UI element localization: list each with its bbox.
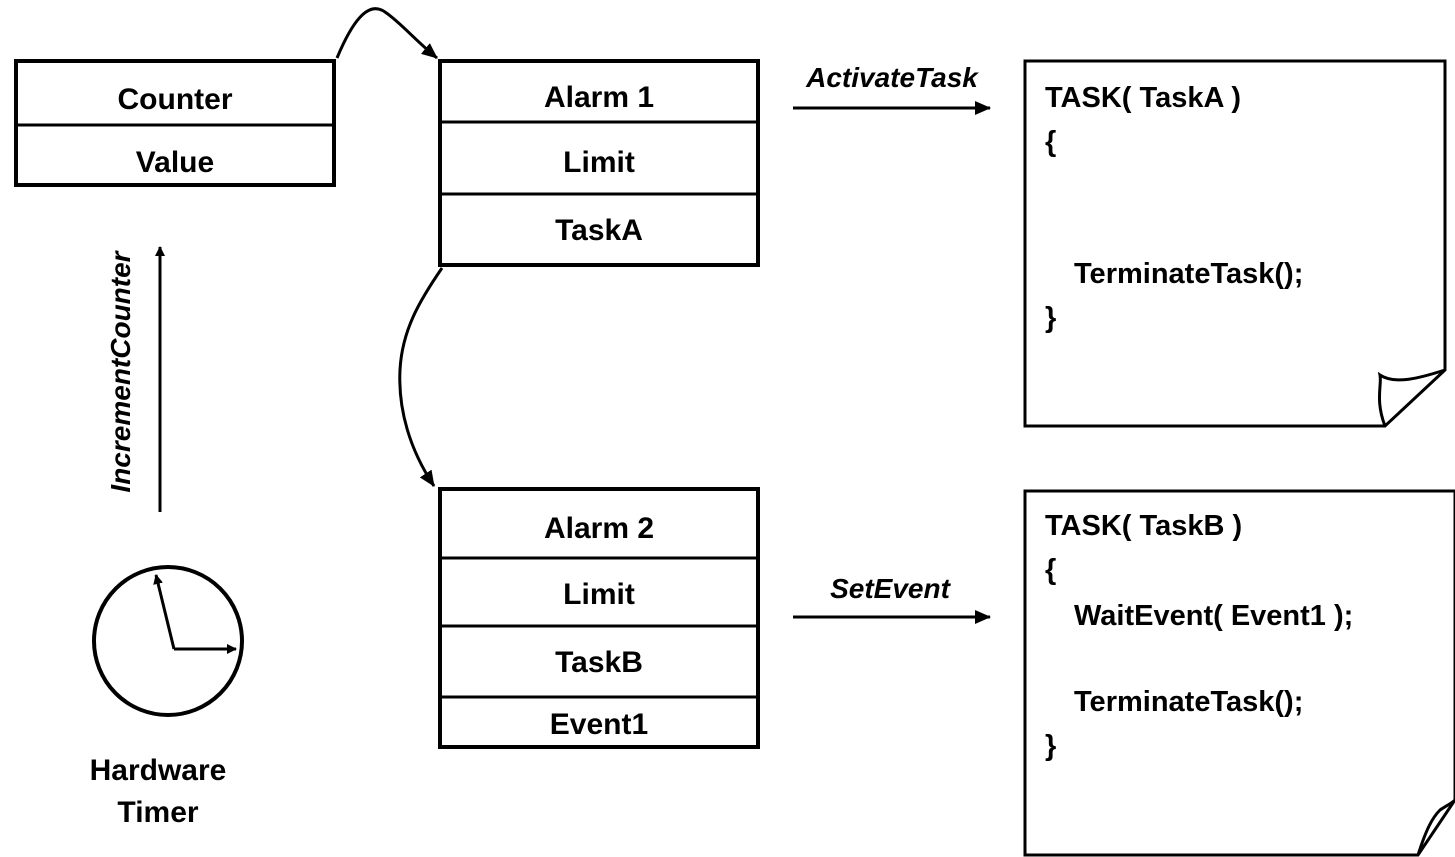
alarm2-task: TaskB bbox=[555, 646, 643, 679]
task-a-line-2: { bbox=[1045, 126, 1056, 158]
timer-label-line2: Timer bbox=[117, 796, 198, 829]
clock-face bbox=[92, 565, 244, 717]
timer-label-line1: Hardware bbox=[90, 754, 227, 787]
task-b-line-2: { bbox=[1045, 554, 1056, 586]
clock-icon bbox=[92, 565, 244, 717]
task-b-line-4: TerminateTask(); bbox=[1074, 686, 1303, 718]
counter-to-alarm1-arrow bbox=[335, 7, 438, 60]
set-event-label: SetEvent bbox=[830, 573, 951, 604]
clock-hand-long bbox=[153, 574, 176, 650]
task-b-line-5: } bbox=[1045, 730, 1056, 762]
alarm1-limit: Limit bbox=[563, 146, 635, 179]
alarm1-box: Alarm 1 Limit TaskA bbox=[438, 59, 760, 267]
alarm2-title: Alarm 2 bbox=[544, 512, 654, 545]
alarm1-title: Alarm 1 bbox=[544, 81, 654, 114]
counter-box: Counter Value bbox=[14, 59, 336, 187]
activate-task-label: ActivateTask bbox=[805, 62, 979, 93]
task-b-page-curl bbox=[1416, 798, 1455, 856]
task-a-line-3: TerminateTask(); bbox=[1074, 258, 1303, 290]
task-b-code-page: TASK( TaskB ) { WaitEvent( Event1 ); Ter… bbox=[1023, 489, 1455, 857]
counter-value-field: Value bbox=[136, 146, 214, 179]
task-a-page-curl bbox=[1377, 368, 1446, 427]
task-b-line-3: WaitEvent( Event1 ); bbox=[1074, 600, 1353, 632]
increment-counter-label: IncrementCounter bbox=[105, 249, 136, 492]
task-b-page-outline bbox=[1023, 489, 1455, 857]
task-a-line-4: } bbox=[1045, 302, 1056, 334]
counter-box-frame bbox=[14, 59, 336, 187]
alarm2-box-frame bbox=[438, 487, 760, 749]
counter-title: Counter bbox=[118, 83, 233, 116]
alarm1-to-alarm2-arrow bbox=[398, 267, 444, 487]
task-a-line-1: TASK( TaskA ) bbox=[1045, 82, 1241, 114]
alarm1-task: TaskA bbox=[555, 214, 643, 247]
alarm2-box: Alarm 2 Limit TaskB Event1 bbox=[438, 487, 760, 749]
task-a-page-outline bbox=[1023, 59, 1447, 428]
alarm1-box-frame bbox=[438, 59, 760, 267]
alarm2-event: Event1 bbox=[550, 708, 648, 741]
task-b-line-1: TASK( TaskB ) bbox=[1045, 510, 1242, 542]
alarm2-limit: Limit bbox=[563, 578, 635, 611]
task-a-code-page: TASK( TaskA ) { TerminateTask(); } bbox=[1023, 59, 1447, 428]
